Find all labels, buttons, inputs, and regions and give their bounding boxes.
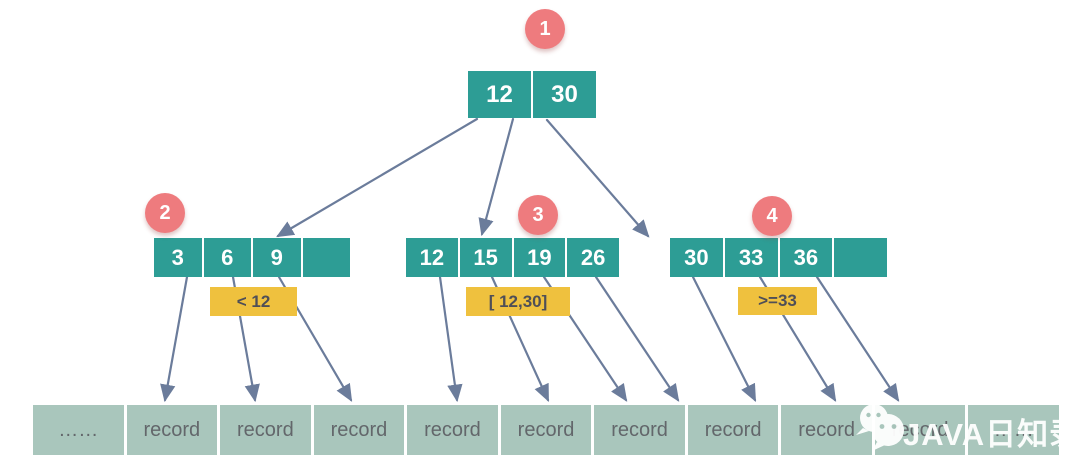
key-cell: 9 [253,238,301,277]
step-badge-1: 1 [525,9,565,49]
key-cell: 36 [779,238,833,277]
key-cell: 30 [670,238,723,277]
key-cell [834,238,887,277]
wechat-icon [856,404,904,451]
edge-n3-26-to-leaf-7 [594,275,680,402]
step-badge-2: 2 [145,193,185,233]
record-cell: …… [968,405,1060,455]
edge-n2-3-to-leaf-1 [160,275,189,403]
record-cell: record [126,405,218,455]
key-cell: 19 [513,238,566,277]
root-key-cell: 30 [533,71,596,118]
record-cell: record [220,405,311,455]
record-cell: record [781,405,872,455]
key-cell: 6 [203,238,251,277]
range-label-node4: >=33 [738,287,817,315]
watermark-text: JAVA日知录 [903,417,1080,452]
record-cell: record [594,405,685,455]
record-cell: record [500,405,592,455]
key-cell: 33 [724,238,778,277]
range-label-node3: [ 12,30] [466,287,570,316]
step-badge-4: 4 [752,196,792,236]
edge-root-30-to-node4 [545,118,650,238]
key-cell: 15 [459,238,512,277]
step-badge-3: 3 [518,195,558,235]
record-cell: record [407,405,498,455]
key-cell: 26 [567,238,619,277]
edge-n3-12-to-leaf-4 [438,275,463,403]
key-cell: 12 [406,238,458,277]
range-label-node2: < 12 [210,287,297,316]
record-cell: record [313,405,405,455]
record-cell: …… [33,405,124,455]
key-cell [302,238,350,277]
record-cell: record [687,405,779,455]
root-key-cell: 12 [468,71,531,118]
edge-root-12-to-node2 [276,117,479,238]
edge-root-mid-to-node3 [478,117,515,237]
key-cell: 3 [154,238,202,277]
edge-n4-36-to-leaf-10 [815,275,900,402]
